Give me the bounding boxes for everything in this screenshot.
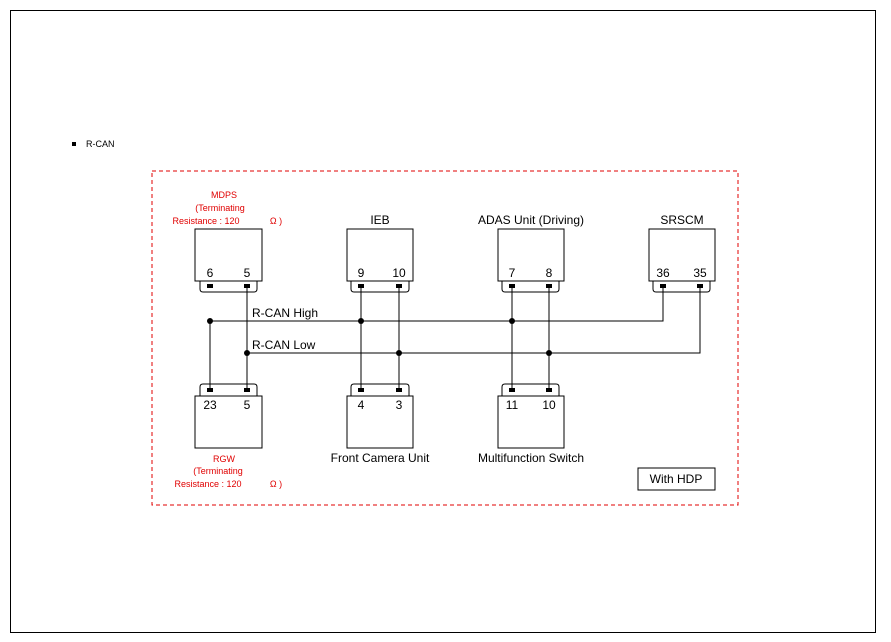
adas-box [497, 228, 565, 282]
ieb-name: IEB [370, 213, 389, 227]
can-wiring [209, 288, 701, 388]
ieb-box [346, 228, 414, 282]
rgw-pin-b: 5 [244, 398, 251, 412]
rgw-note-line1: (Terminating [193, 466, 243, 476]
module-front-camera-unit: 4 3 Front Camera Unit [331, 383, 430, 465]
module-adas: ADAS Unit (Driving) 7 8 [478, 213, 584, 293]
rgw-note-line2: Resistance : 120 [174, 479, 241, 489]
variant-box [637, 467, 716, 491]
ieb-terminal-a [358, 284, 364, 288]
mfs-pin-a: 11 [506, 398, 519, 412]
mdps-note-line1: (Terminating [195, 203, 245, 213]
mdps-pin-a: 6 [207, 266, 214, 280]
rgw-note-unit: Ω ) [270, 479, 282, 489]
junction-dot [244, 350, 250, 356]
mdps-note-line2: Resistance : 120 [172, 216, 239, 226]
fcu-pin-b: 3 [396, 398, 403, 412]
rgw-pin-a: 23 [203, 398, 217, 412]
module-mdps: MDPS (Terminating Resistance : 120 Ω ) 6… [172, 190, 282, 293]
rgw-terminal-a [207, 388, 213, 392]
r-can-low-label: R-CAN Low [252, 338, 316, 352]
section-bullet-icon [72, 142, 76, 146]
mdps-name: MDPS [211, 190, 237, 200]
r-can-high-label: R-CAN High [252, 306, 318, 320]
rgw-terminal-b [244, 388, 250, 392]
mdps-note-unit: Ω ) [270, 216, 282, 226]
junction-dot [396, 350, 402, 356]
mfs-pin-b: 10 [542, 398, 556, 412]
mdps-terminal-a [207, 284, 213, 288]
module-rgw: 23 5 RGW (Terminating Resistance : 120 Ω… [174, 383, 282, 489]
srscm-terminal-b [697, 284, 703, 288]
fcu-terminal-b [396, 388, 402, 392]
rgw-box [194, 395, 263, 449]
ieb-pin-a: 9 [358, 266, 365, 280]
srscm-pin-a: 36 [656, 266, 670, 280]
ieb-connector [350, 281, 410, 293]
rgw-connector [199, 383, 258, 396]
srscm-terminal-a [660, 284, 666, 288]
ieb-terminal-b [396, 284, 402, 288]
mfs-terminal-a [509, 388, 515, 392]
module-multifunction-switch: 11 10 Multifunction Switch [478, 383, 584, 465]
variant-label: With HDP [650, 472, 703, 486]
adas-connector [501, 281, 560, 293]
r-can-high-line [209, 288, 664, 388]
mfs-connector [501, 383, 560, 396]
adas-terminal-a [509, 284, 515, 288]
junction-dot [358, 318, 364, 324]
srscm-name: SRSCM [660, 213, 703, 227]
module-ieb: IEB 9 10 [346, 213, 414, 293]
junction-dot [546, 350, 552, 356]
adas-pin-b: 8 [546, 266, 553, 280]
mfs-name: Multifunction Switch [478, 451, 584, 465]
mfs-terminal-b [546, 388, 552, 392]
hdp-boundary [151, 170, 739, 506]
adas-name: ADAS Unit (Driving) [478, 213, 584, 227]
module-srscm: SRSCM 36 35 [648, 213, 716, 293]
adas-pin-a: 7 [509, 266, 516, 280]
srscm-pin-b: 35 [693, 266, 707, 280]
ieb-pin-b: 10 [392, 266, 406, 280]
rgw-name: RGW [213, 454, 236, 464]
mfs-box [497, 395, 565, 449]
diagram-frame [10, 10, 876, 633]
mdps-terminal-b [244, 284, 250, 288]
srscm-connector [652, 281, 711, 293]
fcu-pin-a: 4 [358, 398, 365, 412]
mdps-connector [199, 281, 258, 293]
fcu-box [346, 395, 414, 449]
fcu-name: Front Camera Unit [331, 451, 430, 465]
adas-terminal-b [546, 284, 552, 288]
mdps-box [194, 228, 263, 282]
junction-dot [207, 318, 213, 324]
junction-dot [509, 318, 515, 324]
fcu-connector [350, 383, 410, 396]
mdps-pin-b: 5 [244, 266, 251, 280]
fcu-terminal-a [358, 388, 364, 392]
section-label: R-CAN [86, 139, 115, 149]
srscm-box [648, 228, 716, 282]
